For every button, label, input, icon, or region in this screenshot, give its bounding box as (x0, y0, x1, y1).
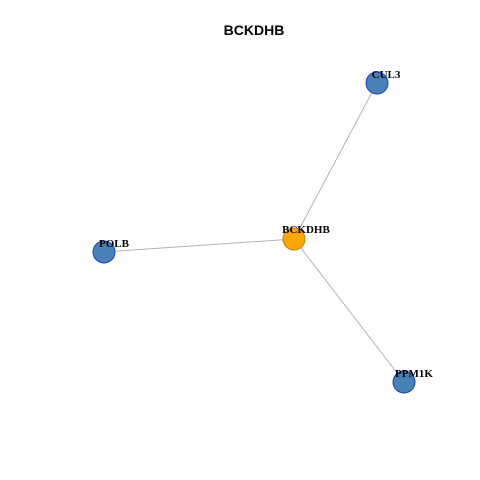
node-label-ppm1k: PPM1K (395, 368, 433, 380)
node-label-bckdhb: BCKDHB (282, 224, 330, 236)
edge-bckdhb-cul3 (293, 82, 378, 240)
node-label-cul3: CUL3 (372, 69, 401, 81)
edge-bckdhb-ppm1k (293, 238, 405, 383)
node-ppm1k[interactable] (392, 370, 416, 394)
edge-bckdhb-polb (103, 238, 295, 253)
node-cul3[interactable] (365, 71, 389, 95)
diagram-title: BCKDHB (224, 22, 285, 38)
label-layer: CUL3 POLB PPM1K BCKDHB (99, 69, 433, 380)
edge-layer (103, 82, 405, 383)
node-layer (92, 71, 416, 394)
node-bckdhb[interactable] (282, 227, 306, 251)
node-label-polb: POLB (99, 238, 130, 250)
node-polb[interactable] (92, 240, 116, 264)
